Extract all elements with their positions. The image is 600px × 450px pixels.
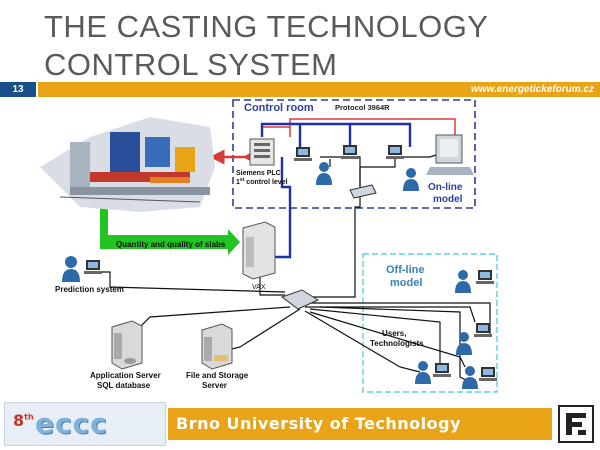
quantity-arrow <box>100 197 240 255</box>
workstation-icon <box>341 145 359 159</box>
workstation-icon <box>433 363 451 377</box>
offline-model-label-2: model <box>390 277 422 289</box>
header-bar: 13 www.energetickeforum.cz <box>0 82 600 97</box>
protocol-label: Protocol 3964R <box>335 103 390 112</box>
users-label-1: Users, <box>382 329 406 338</box>
prediction-user-icon <box>62 256 80 282</box>
offline-model-label-1: Off-line <box>386 264 425 276</box>
file-server-icon <box>201 323 233 370</box>
workstation-icon <box>474 323 492 337</box>
casting-machine-illustration <box>40 117 215 212</box>
header-gold-strip: www.energetickeforum.cz <box>38 82 600 97</box>
quantity-label: Quantity and quality of slabs <box>116 240 226 249</box>
slide-number: 13 <box>0 82 36 97</box>
control-room-label: Control room <box>244 102 314 114</box>
user-icon <box>455 270 471 293</box>
plc-label-1: Siemens PLC <box>236 170 281 177</box>
university-logo-icon <box>558 405 594 443</box>
user-icon <box>462 366 478 389</box>
offline-model-box <box>362 253 498 393</box>
app-server-label-1: Application Server <box>90 371 161 380</box>
title-line-2: CONTROL SYSTEM <box>44 47 338 82</box>
vax-server-icon <box>242 221 276 280</box>
user-icon <box>403 168 419 191</box>
vax-label: VAX <box>252 284 266 291</box>
university-name: Brno University of Technology <box>176 414 462 433</box>
siemens-plc-icon <box>249 138 275 166</box>
network-hub-icon <box>349 184 377 199</box>
logo-ordinal: 8th <box>13 411 34 430</box>
control-room-box <box>232 99 476 209</box>
users-label-2: Technologists <box>370 339 424 348</box>
website-link[interactable]: www.energetickeforum.cz <box>471 84 594 95</box>
control-network-lines <box>260 122 412 259</box>
control-system-diagram: Control room Protocol 3964R Off-line mod… <box>40 99 498 393</box>
user-icon <box>316 162 332 185</box>
slide-title: THE CASTING TECHNOLOGY CONTROL SYSTEM <box>44 8 584 84</box>
eccc-logo: 8th eccc <box>4 402 166 446</box>
main-network-hub-icon <box>280 289 320 310</box>
plc-label-2: 1st control level <box>236 177 288 186</box>
title-line-1: THE CASTING TECHNOLOGY <box>44 9 489 44</box>
online-model-label-1: On-line <box>428 182 463 193</box>
prediction-label: Prediction system <box>55 285 124 294</box>
logo-text: eccc <box>35 407 108 440</box>
user-icon <box>456 332 472 355</box>
file-server-label-1: File and Storage <box>186 371 249 380</box>
footer: 8th eccc Brno University of Technology <box>0 399 600 450</box>
application-server-icon <box>111 320 143 370</box>
user-icon <box>415 361 431 384</box>
prediction-workstation-icon <box>84 260 102 274</box>
app-server-label-2: SQL database <box>97 381 151 390</box>
footer-university-bar: Brno University of Technology <box>168 408 552 440</box>
protocol-lines <box>261 118 456 137</box>
workstation-icon <box>386 145 404 159</box>
file-server-label-2: Server <box>202 381 227 390</box>
online-model-monitor-icon <box>426 134 474 175</box>
online-model-label-2: model <box>433 194 463 205</box>
workstation-icon <box>294 147 312 161</box>
workstation-icon <box>476 270 494 284</box>
workstation-icon <box>479 367 497 381</box>
data-network-lines <box>100 151 491 383</box>
